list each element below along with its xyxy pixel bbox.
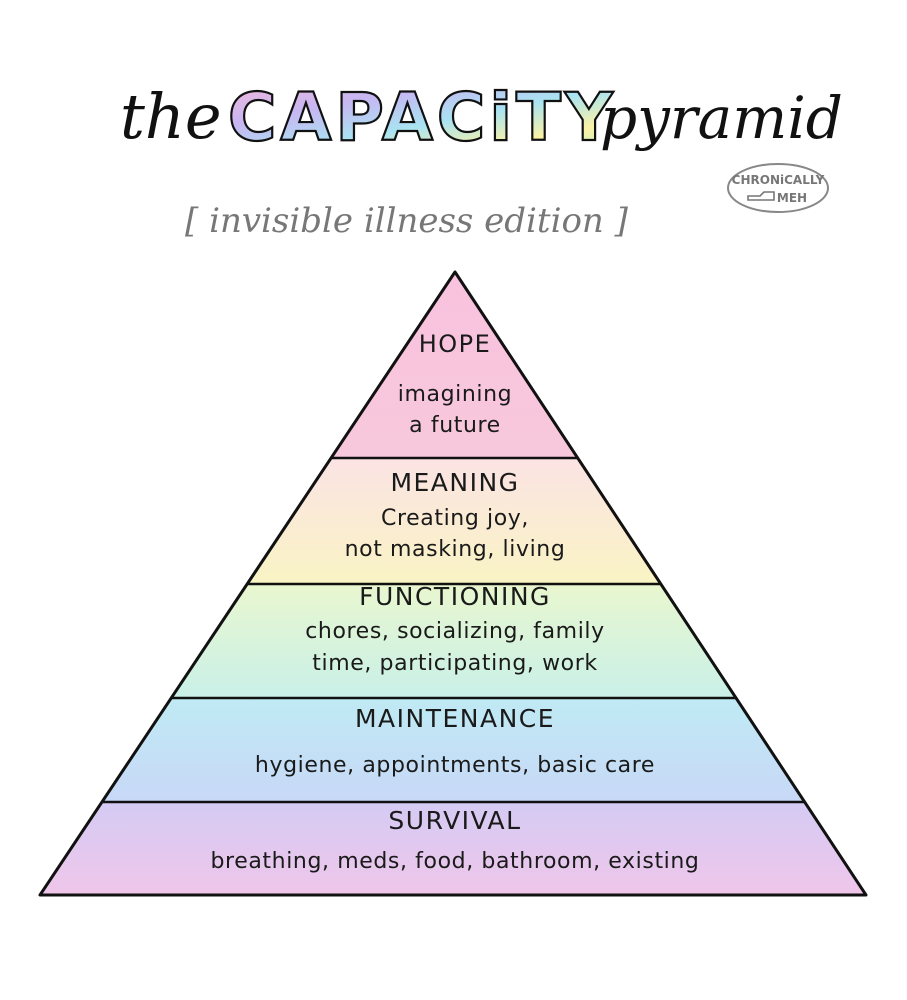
logo-line2: MEH bbox=[777, 191, 807, 205]
tier-band-meaning bbox=[247, 458, 661, 584]
title-suffix: pyramid bbox=[600, 84, 843, 152]
tier-description-line: not masking, living bbox=[345, 537, 566, 562]
tier-band-functioning bbox=[171, 584, 737, 698]
tier-fills bbox=[40, 272, 866, 895]
tier-band-survival bbox=[40, 802, 866, 895]
title-graphic: the CAPACiTY pyramid [ invisible illness… bbox=[120, 78, 843, 241]
tier-description-line: time, participating, work bbox=[312, 651, 597, 676]
tier-name-survival: SURVIVAL bbox=[388, 806, 521, 835]
tier-band-hope bbox=[331, 272, 578, 458]
tier-name-maintenance: MAINTENANCE bbox=[355, 704, 555, 733]
tier-description-line: hygiene, appointments, basic care bbox=[255, 753, 655, 778]
tier-description-line: chores, socializing, family bbox=[305, 619, 605, 644]
tier-name-functioning: FUNCTIONING bbox=[359, 582, 551, 611]
subtitle: [ invisible illness edition ] bbox=[185, 201, 629, 241]
tier-description-line: imagining bbox=[398, 382, 512, 407]
title-prefix: the bbox=[120, 80, 222, 153]
tier-description-line: breathing, meds, food, bathroom, existin… bbox=[210, 849, 699, 874]
title-block: the CAPACiTY pyramid [ invisible illness… bbox=[0, 0, 907, 260]
tier-dividers bbox=[101, 456, 805, 804]
tier-band-maintenance bbox=[101, 698, 805, 802]
tier-name-meaning: MEANING bbox=[390, 468, 519, 497]
tier-description-line: a future bbox=[409, 413, 501, 438]
logo-outline bbox=[727, 163, 829, 213]
chronically-meh-logo: CHRONiCALLY MEH bbox=[727, 163, 829, 213]
tier-name-hope: HOPE bbox=[419, 330, 492, 358]
tier-description-line: Creating joy, bbox=[381, 506, 529, 531]
title-main: CAPACiTY bbox=[228, 79, 617, 156]
logo-line1: CHRONiCALLY bbox=[732, 173, 825, 187]
pointing-hand-icon bbox=[747, 191, 775, 201]
pyramid-outline bbox=[38, 270, 868, 897]
